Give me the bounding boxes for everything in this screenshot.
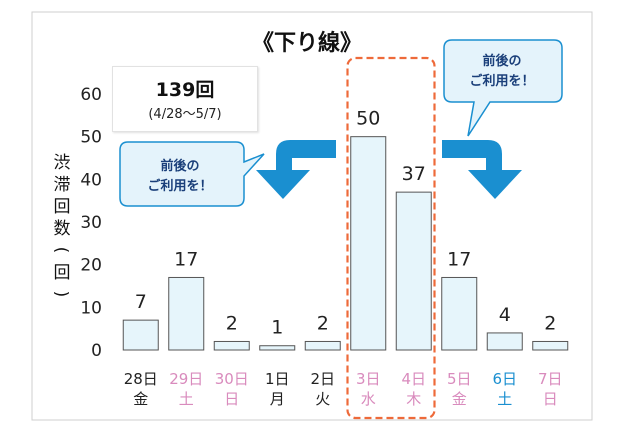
y-axis: 0 10 20 30 40 50 60 — [80, 85, 102, 361]
bar — [304, 340, 341, 351]
data-label: 50 — [356, 108, 380, 130]
callout-left-text: ご利用を！ — [147, 178, 212, 194]
x-tick-label-weekday: 月 — [270, 390, 285, 408]
x-tick-label-day: 2日 — [310, 370, 335, 388]
x-tick-label-day: 1日 — [265, 370, 290, 388]
x-tick-label-day: 5日 — [447, 370, 472, 388]
y-axis-label-char: 数 — [54, 219, 71, 239]
y-axis-label-char: ) — [51, 291, 71, 298]
y-tick-label: 10 — [80, 298, 102, 318]
callout-right-text: 前後の — [482, 53, 521, 69]
x-tick-label-weekday: 火 — [315, 390, 330, 408]
y-tick-label: 30 — [80, 213, 102, 233]
value-labels: 7 17 2 1 2 50 37 17 4 2 — [135, 108, 557, 339]
callout-right — [443, 39, 563, 137]
data-label: 17 — [174, 248, 198, 270]
bar — [213, 340, 250, 351]
y-tick-label: 0 — [91, 341, 102, 361]
x-tick-label-day: 28日 — [124, 370, 158, 388]
x-tick-label-weekday: 土 — [179, 390, 194, 408]
bars — [122, 136, 569, 351]
y-tick-label: 40 — [80, 170, 102, 190]
highlight-box — [346, 56, 436, 420]
y-axis-label-char: ( — [51, 247, 71, 254]
y-axis-label-char: 滞 — [54, 175, 71, 195]
bar — [441, 276, 478, 351]
y-axis-label-char: 渋 — [54, 153, 71, 173]
data-label: 1 — [271, 317, 283, 339]
data-label: 37 — [402, 163, 426, 185]
arrow-down-left-icon — [256, 140, 336, 199]
bar — [259, 345, 296, 351]
bar — [486, 332, 523, 351]
data-label: 4 — [499, 304, 511, 326]
bar — [350, 136, 387, 351]
summary-box: 139回 (4/28〜5/7) — [112, 66, 258, 132]
x-tick-label-weekday: 土 — [497, 390, 512, 408]
chart-title: 《下り線》 — [252, 30, 362, 56]
data-label: 2 — [544, 312, 556, 334]
data-label: 7 — [135, 291, 147, 313]
bar — [122, 319, 159, 351]
arrow-down-right-icon — [442, 140, 522, 199]
y-tick-label: 20 — [80, 256, 102, 276]
x-tick-label-day: 30日 — [215, 370, 249, 388]
callout-left — [119, 141, 265, 207]
y-tick-label: 60 — [80, 85, 102, 105]
x-tick-label-weekday: 水 — [361, 390, 376, 408]
x-tick-label-day: 4日 — [401, 370, 426, 388]
y-axis-label-char: 回 — [54, 263, 71, 283]
x-tick-label-day: 29日 — [169, 370, 203, 388]
data-label: 17 — [447, 248, 471, 270]
summary-total: 139回 — [155, 79, 215, 101]
y-axis-label-char: 回 — [54, 197, 71, 217]
x-tick-label-day: 3日 — [356, 370, 381, 388]
x-tick-label-weekday: 日 — [543, 390, 558, 408]
summary-period: (4/28〜5/7) — [148, 107, 222, 122]
x-tick-label-day: 6日 — [492, 370, 517, 388]
x-tick-label-weekday: 木 — [406, 390, 421, 408]
x-tick-label-weekday: 日 — [224, 390, 239, 408]
callout-left-text: 前後の — [160, 158, 199, 174]
data-label: 2 — [226, 312, 238, 334]
callout-right-text: ご利用を！ — [469, 73, 534, 89]
bar — [395, 191, 432, 351]
y-tick-label: 50 — [80, 128, 102, 148]
data-label: 2 — [317, 312, 329, 334]
x-tick-label-weekday: 金 — [452, 390, 467, 408]
bar — [532, 340, 569, 351]
bar — [168, 276, 205, 351]
x-tick-label-day: 7日 — [538, 370, 563, 388]
x-tick-label-weekday: 金 — [133, 390, 148, 408]
